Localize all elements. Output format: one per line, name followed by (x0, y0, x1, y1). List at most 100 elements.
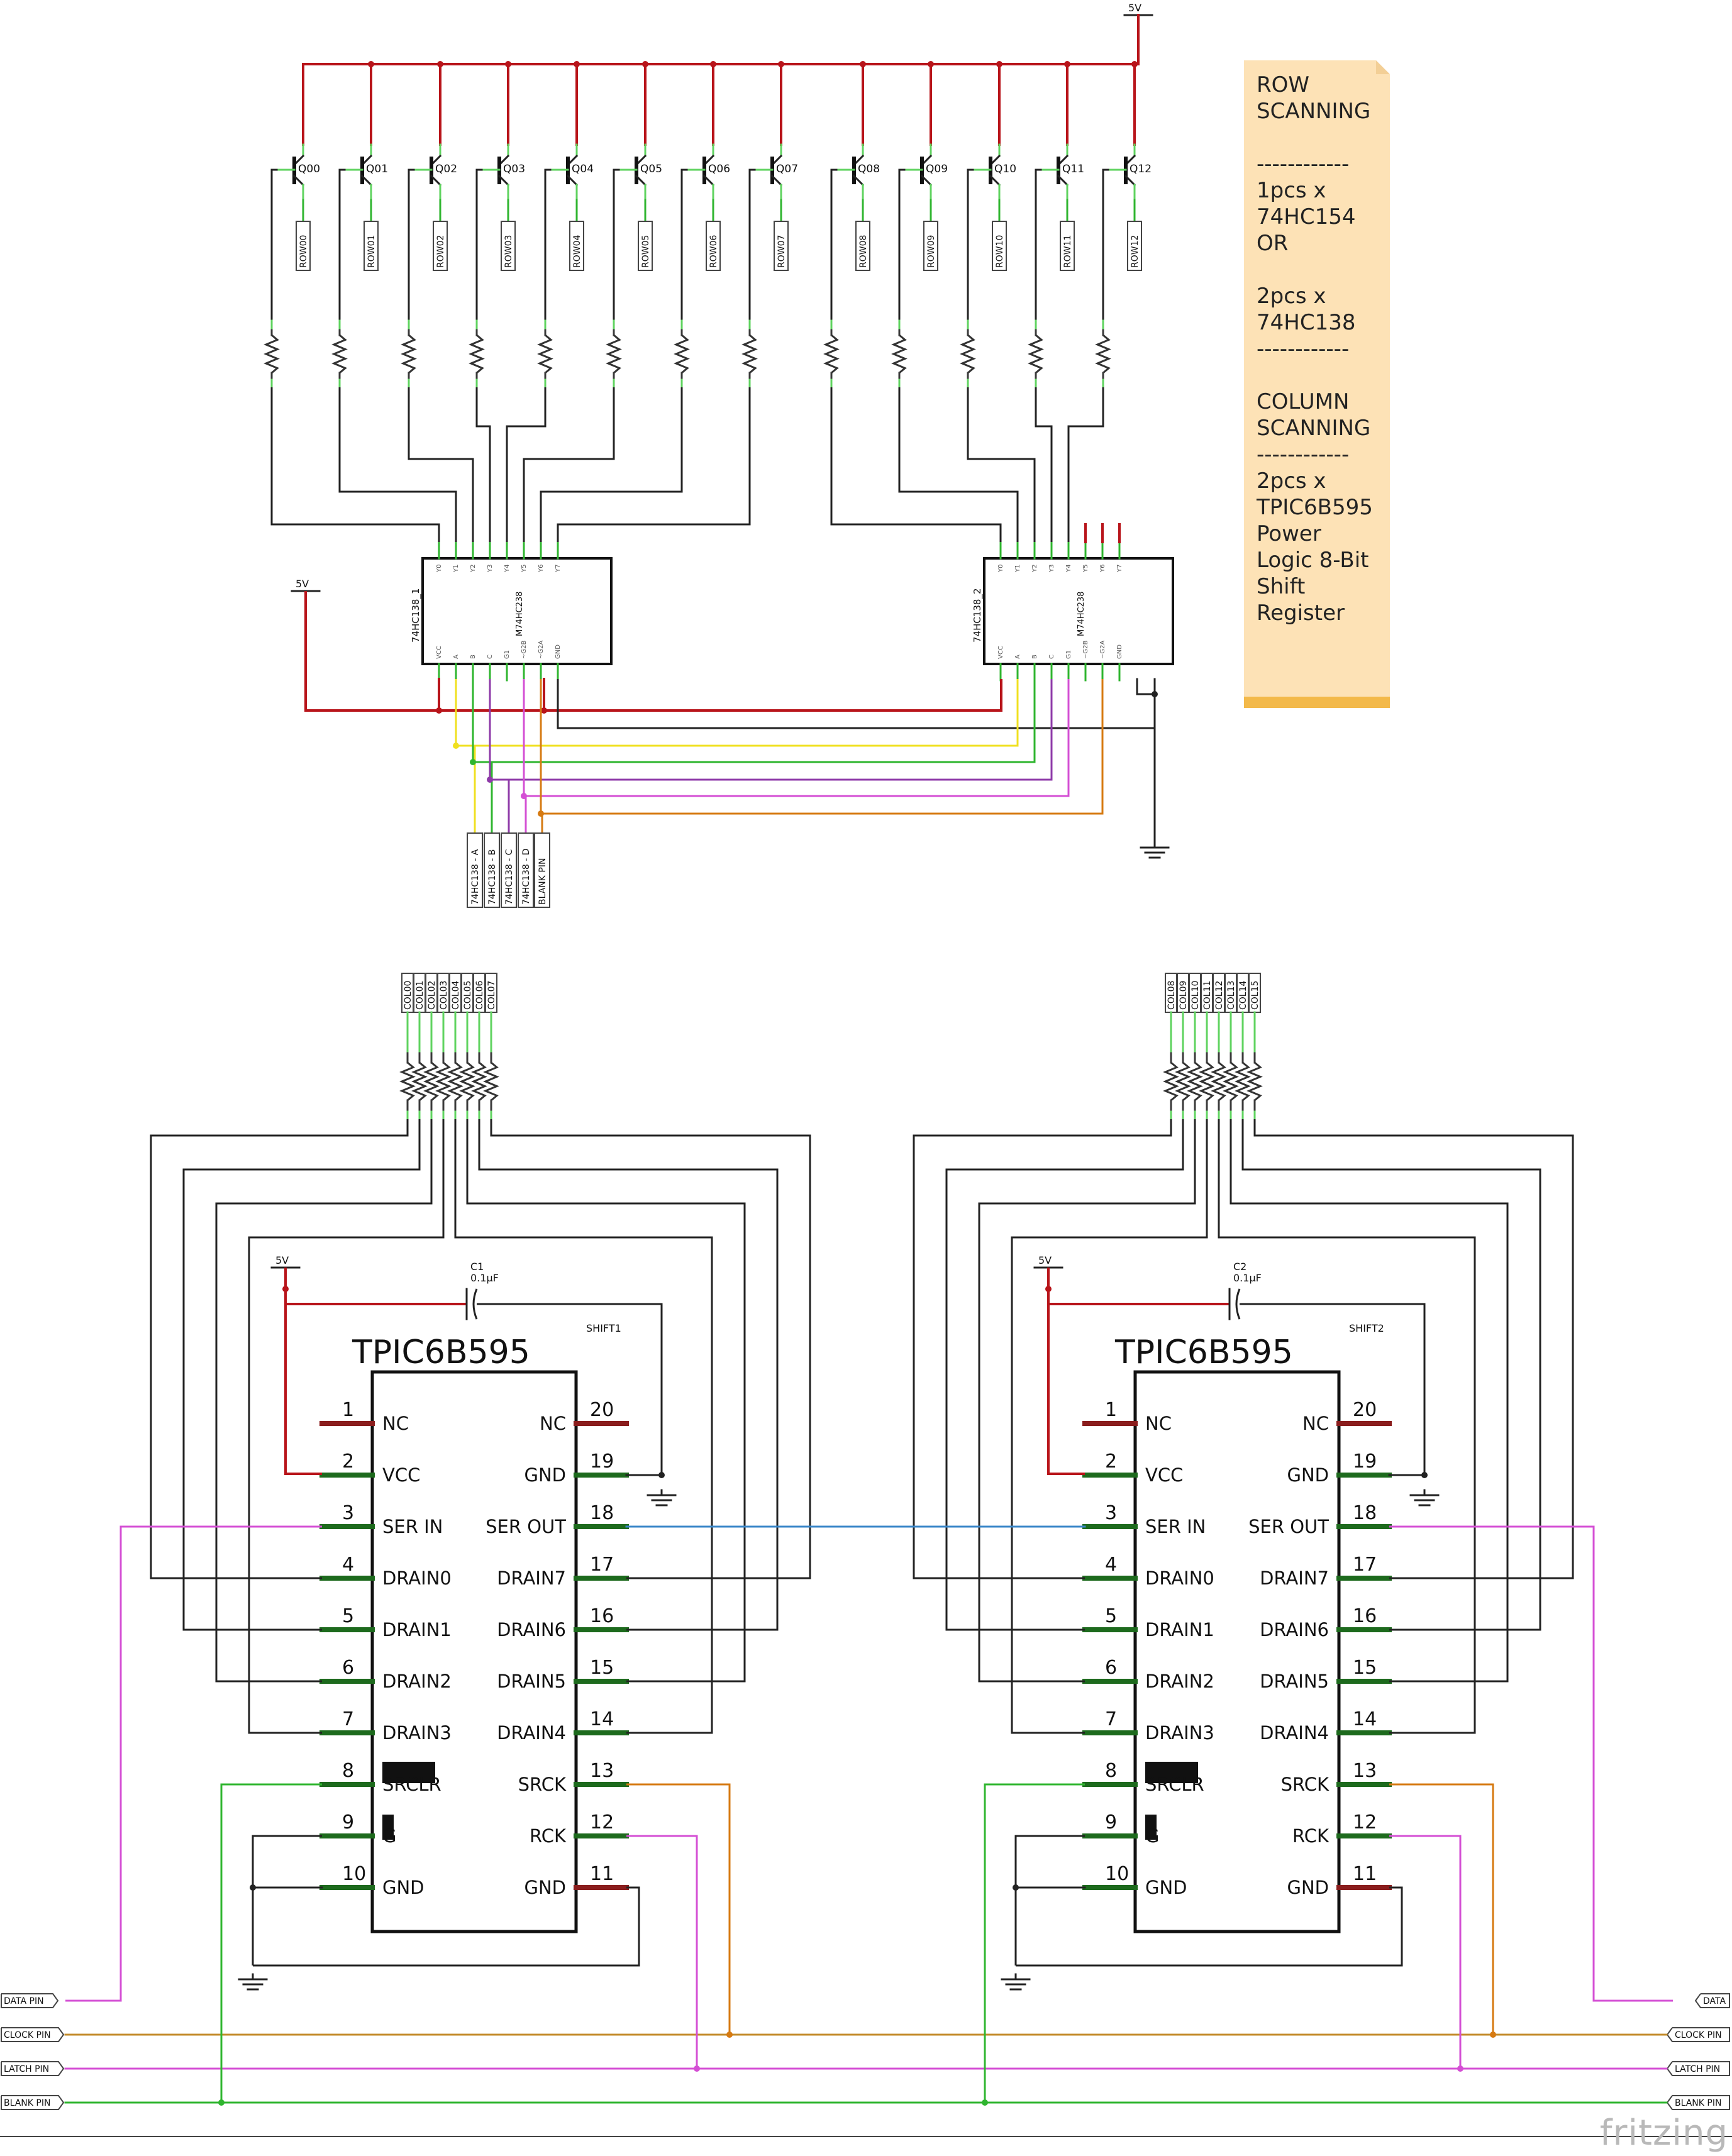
fritzing-logo: fritzing (1599, 2113, 1728, 2153)
srclr-label-mask (382, 1762, 435, 1783)
row-label-1: ROW01 (367, 235, 377, 268)
tpic-pin-name: GND (525, 1464, 567, 1486)
row-label-7-box (774, 221, 789, 271)
note-line: SCANNING (1257, 416, 1371, 441)
net-label-left-2-box (1, 2061, 65, 2076)
row-label-11: ROW11 (1063, 235, 1073, 268)
transistor-q08-label: Q08 (858, 163, 880, 175)
column-resistor-1 (411, 1061, 428, 1102)
tpic-g-gnd-wire (1014, 1835, 1085, 1965)
base-resistor-7 (741, 334, 758, 374)
junction-dot (658, 1472, 665, 1478)
tpic-pin-name: DRAIN0 (382, 1567, 452, 1589)
transistor-q09-label: Q09 (926, 163, 948, 175)
tpic-pin-name: SRCLR (1145, 1774, 1204, 1795)
column-label-col03: COL03 (439, 981, 449, 1010)
tpic-gnd11-wire (1016, 1886, 1403, 1967)
tpic-pin-number: 14 (590, 1708, 614, 1730)
decoder-pin-label: Y3 (487, 565, 494, 573)
column-label-col00: COL00 (403, 981, 413, 1010)
junction-dot (250, 1884, 256, 1891)
drain-wire (1011, 1119, 1208, 1734)
base-resistor-2 (401, 334, 417, 374)
drain-wire (1241, 1119, 1541, 1631)
row-label-1-box (364, 221, 379, 271)
tpic-pin-number: 7 (1105, 1708, 1117, 1730)
decoder-pin-label: Y2 (470, 565, 477, 573)
tpic-pin-number: 16 (1353, 1605, 1377, 1627)
tpic-pin-name: DRAIN1 (382, 1619, 452, 1640)
column-resistor-2 (1187, 1061, 1203, 1102)
junction-dot (1131, 61, 1138, 67)
note-line: OR (1257, 231, 1289, 256)
decoder-pin-label: ~G2A (538, 641, 545, 659)
capacitor-plate-curved (1235, 1288, 1241, 1320)
tpic-2-body (1133, 1370, 1341, 1933)
junction-dot (218, 2099, 225, 2106)
decoder-pin-label: A (453, 655, 460, 659)
column-resistor-4 (1211, 1061, 1227, 1102)
g-label-mask (382, 1815, 394, 1840)
drain-wire (466, 1119, 746, 1683)
net-label-right-2: LATCH PIN (1675, 2064, 1720, 2074)
decoder-input-bus (540, 679, 1104, 815)
net-label-right-1: CLOCK PIN (1675, 2030, 1722, 2040)
tpic-pin-name: GND (382, 1877, 425, 1898)
decoder-input-tag-3: 74HC138 - D (521, 848, 531, 905)
tpic-pin-name: DRAIN7 (497, 1567, 566, 1589)
net-label-left-3-box (1, 2095, 65, 2110)
tpic-pin-number: 15 (590, 1657, 614, 1679)
transistor-q03-label: Q03 (503, 163, 525, 175)
drain-wire (913, 1119, 1172, 1579)
decoder-2-body (983, 557, 1174, 665)
note-line (1257, 257, 1390, 283)
drain-wire (478, 1119, 779, 1631)
tpic-1-title: TPIC6B595 (352, 1334, 530, 1371)
decoder-pin-label: ~G2A (1099, 641, 1106, 659)
tpic-pin-name: DRAIN6 (1260, 1619, 1329, 1640)
column-label-col04: COL04 (451, 980, 461, 1010)
column-resistor-0 (1163, 1061, 1179, 1102)
tpic-pin-name: DRAIN1 (1145, 1619, 1214, 1640)
row-label-12: ROW12 (1130, 235, 1140, 268)
junction-dot (436, 707, 442, 714)
transistor-q04-collector (566, 174, 579, 187)
decoder-pin-label: A (1014, 655, 1021, 659)
tpic-2-title: TPIC6B595 (1114, 1334, 1293, 1371)
tpic-2-supply-label: 5V (1038, 1254, 1052, 1266)
blank-wire-1 (220, 1783, 322, 2103)
data-out-wire (1389, 1525, 1673, 2002)
decoder-pin-label: B (470, 655, 477, 659)
junction-dot (726, 2032, 733, 2038)
row-drive-wire (967, 387, 1036, 542)
capacitor-ref: C2 (1233, 1261, 1246, 1273)
drain-wire (150, 1119, 409, 1579)
junction-dot (1013, 1884, 1019, 1891)
decoder-2-ref: 74HC138_2 (972, 588, 984, 643)
note-line: ROW (1257, 72, 1310, 97)
tpic-pin-number: 9 (1105, 1811, 1117, 1833)
junction-dot (574, 61, 580, 67)
clock-wire-2 (1389, 1783, 1494, 2035)
transistor-q06-label: Q06 (708, 163, 730, 175)
column-resistor-3 (1199, 1061, 1215, 1102)
decoder-pin-label: G1 (1065, 650, 1072, 659)
transistor-q11-label: Q11 (1062, 163, 1084, 175)
column-resistor-3 (435, 1061, 452, 1102)
column-label-col09: COL09 (1179, 981, 1189, 1010)
tpic-pin-name: DRAIN2 (1145, 1671, 1214, 1692)
tpic-pin-name: DRAIN7 (1260, 1567, 1329, 1589)
tpic-pin-name: SER OUT (486, 1516, 566, 1537)
decoder-pin-label: Y4 (1065, 565, 1072, 573)
note-line: 2pcs x (1257, 284, 1326, 309)
row-drive-wire (1067, 387, 1104, 542)
decoder-input-tag-4: BLANK PIN (538, 858, 548, 905)
tpic-vcc-wire (284, 1268, 322, 1475)
decoder-pin-label: GND (555, 644, 562, 659)
note-fold (1376, 60, 1390, 74)
drain-wire (454, 1119, 713, 1734)
row-drive-wire (523, 387, 615, 542)
decoder-input-bus (472, 679, 1036, 763)
column-resistor-7 (483, 1061, 499, 1102)
base-resistor-1 (331, 334, 348, 374)
